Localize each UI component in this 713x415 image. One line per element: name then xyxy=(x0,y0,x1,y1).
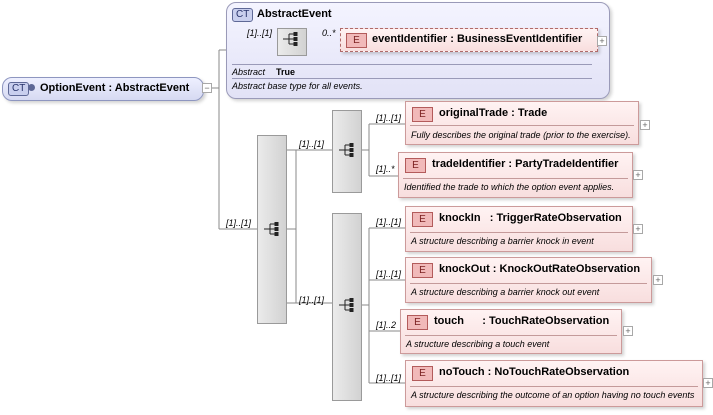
root-title: OptionEvent : AbstractEvent xyxy=(40,82,190,94)
sequence-icon[interactable] xyxy=(277,28,307,56)
sequence1-compositor[interactable] xyxy=(332,110,362,193)
element-doc: A structure describing the outcome of an… xyxy=(411,390,695,400)
root-collapse-toggle[interactable]: − xyxy=(202,83,212,93)
choice-cardinality: [1]..[1] xyxy=(226,218,252,228)
element-badge: E xyxy=(412,212,433,227)
abstract-event-title: AbstractEvent xyxy=(257,8,332,20)
abstract-event-doc: Abstract base type for all events. xyxy=(232,81,363,91)
doc-separator xyxy=(410,283,647,284)
sequence1-glyph xyxy=(339,143,354,157)
element-badge: E xyxy=(412,263,433,278)
element-badge: E xyxy=(346,33,367,48)
element-touch[interactable]: E touch : TouchRateObservation A structu… xyxy=(400,309,622,354)
sequence1-cardinality: [1]..[1] xyxy=(299,139,325,149)
event-identifier-cardinality: 0..* xyxy=(322,28,336,38)
element-title: eventIdentifier : BusinessEventIdentifie… xyxy=(372,33,583,45)
sequence-glyph xyxy=(283,32,298,46)
abstract-attr-value: True xyxy=(276,67,296,77)
element-title: originalTrade : Trade xyxy=(439,107,548,119)
element-badge: E xyxy=(405,158,426,173)
ct-badge: CT xyxy=(8,82,30,96)
element-title: noTouch : NoTouchRateObservation xyxy=(439,366,630,378)
element-original-trade[interactable]: E originalTrade : Trade Fully describes … xyxy=(405,101,639,145)
element-knock-in[interactable]: E knockIn : TriggerRateObservation A str… xyxy=(405,206,633,252)
element-badge: E xyxy=(412,107,433,122)
element-title: knockIn : TriggerRateObservation xyxy=(439,212,622,224)
element-doc: A structure describing a barrier knock i… xyxy=(411,236,594,246)
element-knock-out[interactable]: E knockOut : KnockOutRateObservation A s… xyxy=(405,257,652,303)
abstract-attr-name: Abstract xyxy=(232,67,266,77)
touch-cardinality: [1]..2 xyxy=(376,320,397,330)
expand-toggle[interactable]: + xyxy=(633,224,643,234)
element-title: knockOut : KnockOutRateObservation xyxy=(439,263,641,275)
element-title: tradeIdentifier : PartyTradeIdentifier xyxy=(432,158,619,170)
expand-toggle[interactable]: + xyxy=(633,170,643,180)
element-badge: E xyxy=(407,315,428,330)
ct-badge: CT xyxy=(232,8,254,22)
sequence2-compositor[interactable] xyxy=(332,213,362,401)
sequence2-cardinality: [1]..[1] xyxy=(299,295,325,305)
doc-separator xyxy=(403,178,628,179)
element-doc: A structure describing a touch event xyxy=(406,339,550,349)
no-touch-cardinality: [1]..[1] xyxy=(376,373,402,383)
ct-extends-icon xyxy=(28,84,35,91)
element-doc: Fully describes the original trade (prio… xyxy=(411,130,631,140)
choice-glyph xyxy=(264,222,279,236)
expand-toggle[interactable]: + xyxy=(653,275,663,285)
element-trade-identifier[interactable]: E tradeIdentifier : PartyTradeIdentifier… xyxy=(398,152,633,198)
expand-toggle[interactable]: + xyxy=(623,326,633,336)
element-event-identifier[interactable]: E eventIdentifier : BusinessEventIdentif… xyxy=(340,28,598,52)
doc-separator xyxy=(405,335,617,336)
element-badge: E xyxy=(412,366,433,381)
element-title: touch : TouchRateObservation xyxy=(434,315,610,327)
sequence2-glyph xyxy=(339,298,354,312)
choice-compositor[interactable] xyxy=(257,135,287,324)
expand-toggle[interactable]: + xyxy=(703,378,713,388)
doc-separator xyxy=(410,386,698,387)
root-complex-type[interactable]: CT OptionEvent : AbstractEvent xyxy=(2,77,204,101)
knock-out-cardinality: [1]..[1] xyxy=(376,269,402,279)
expand-toggle[interactable]: + xyxy=(640,120,650,130)
original-trade-cardinality: [1]..[1] xyxy=(376,113,402,123)
element-doc: Identified the trade to which the option… xyxy=(404,182,615,192)
doc-separator xyxy=(410,232,628,233)
doc-separator xyxy=(232,78,592,79)
element-no-touch[interactable]: E noTouch : NoTouchRateObservation A str… xyxy=(405,360,703,407)
knock-in-cardinality: [1]..[1] xyxy=(376,217,402,227)
sequence-cardinality: [1]..[1] xyxy=(247,28,273,38)
doc-separator xyxy=(410,125,634,126)
expand-toggle[interactable]: + xyxy=(597,36,607,46)
abstract-attr-separator xyxy=(232,64,592,65)
trade-identifier-cardinality: [1]..* xyxy=(376,164,395,174)
element-doc: A structure describing a barrier knock o… xyxy=(411,287,600,297)
